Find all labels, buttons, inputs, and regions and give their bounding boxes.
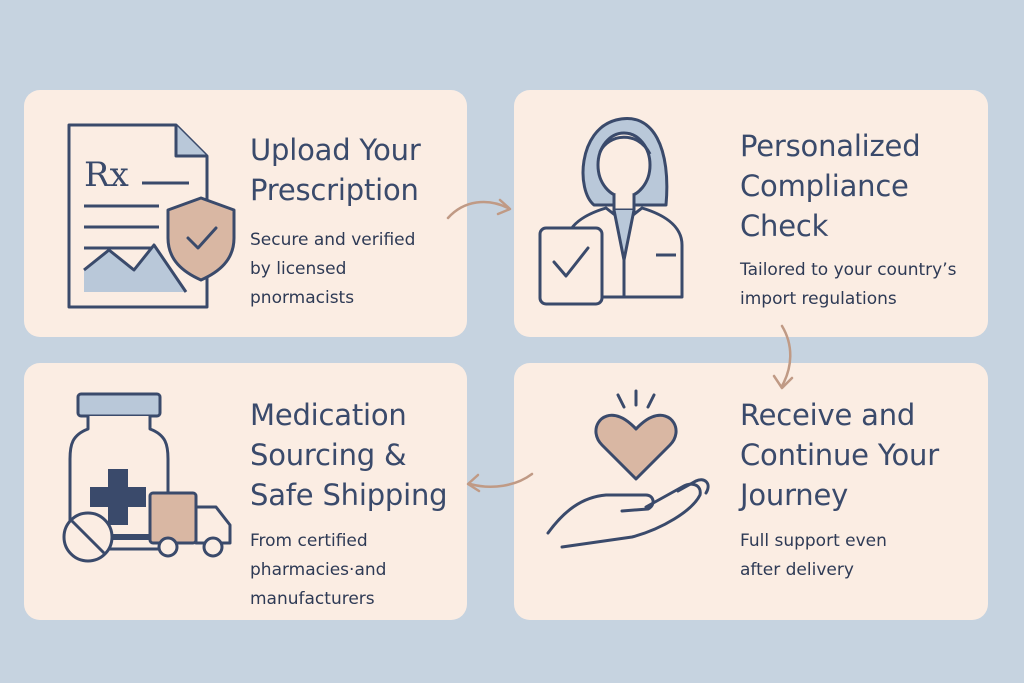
prescription-document-icon: Rx	[67, 123, 236, 309]
pharmacist-checklist-icon	[538, 117, 684, 306]
title-line: Prescription	[250, 173, 419, 207]
title-line: Safe Shipping	[250, 478, 448, 512]
title-line: Upload Your	[250, 133, 421, 167]
step-title: Personalized Compliance Check	[740, 126, 921, 246]
desc-line: pnormacists	[250, 288, 355, 308]
step-card-receive-continue: Receive and Continue Your Journey Full s…	[514, 363, 988, 620]
step-description: From certified pharmacies·and manufactur…	[250, 527, 386, 614]
desc-line: manufacturers	[250, 589, 375, 609]
step-description: Full support even after delivery	[740, 527, 887, 585]
step-title: Receive and Continue Your Journey	[740, 395, 939, 515]
step-description: Tailored to your country’s import regula…	[740, 256, 956, 314]
arrow-step1-to-step2-icon	[446, 198, 512, 220]
title-line: Sourcing &	[250, 438, 407, 472]
title-line: Journey	[740, 478, 849, 512]
arrow-step2-to-step4-icon	[772, 324, 794, 390]
step-card-upload-prescription: Rx Upload Your Prescription Secure and v…	[24, 90, 467, 337]
step-title: Medication Sourcing & Safe Shipping	[250, 395, 448, 515]
heart-in-hand-icon	[546, 389, 710, 549]
step-title: Upload Your Prescription	[250, 130, 421, 210]
desc-line: by licensed	[250, 259, 347, 279]
rx-label: Rx	[84, 155, 129, 195]
desc-line: import regulations	[740, 289, 897, 309]
desc-line: From certified	[250, 531, 368, 551]
desc-line: Tailored to your country’s	[740, 260, 957, 280]
desc-line: Full support even	[740, 531, 887, 551]
title-line: Compliance	[740, 169, 909, 203]
step-description: Secure and verified by licensed pnormaci…	[250, 226, 415, 313]
title-line: Continue Your	[740, 438, 939, 472]
title-line: Personalized	[740, 129, 921, 163]
step-card-compliance-check: Personalized Compliance Check Tailored t…	[514, 90, 988, 337]
title-line: Medication	[250, 398, 407, 432]
desc-line: pharmacies·and	[250, 560, 387, 580]
step-card-sourcing-shipping: Medication Sourcing & Safe Shipping From…	[24, 363, 467, 620]
arrow-step4-to-step3-icon	[466, 472, 534, 493]
desc-line: Secure and verified	[250, 230, 416, 250]
title-line: Receive and	[740, 398, 916, 432]
medication-bottle-truck-icon	[62, 392, 232, 563]
title-line: Check	[740, 209, 829, 243]
desc-line: after delivery	[740, 560, 854, 580]
